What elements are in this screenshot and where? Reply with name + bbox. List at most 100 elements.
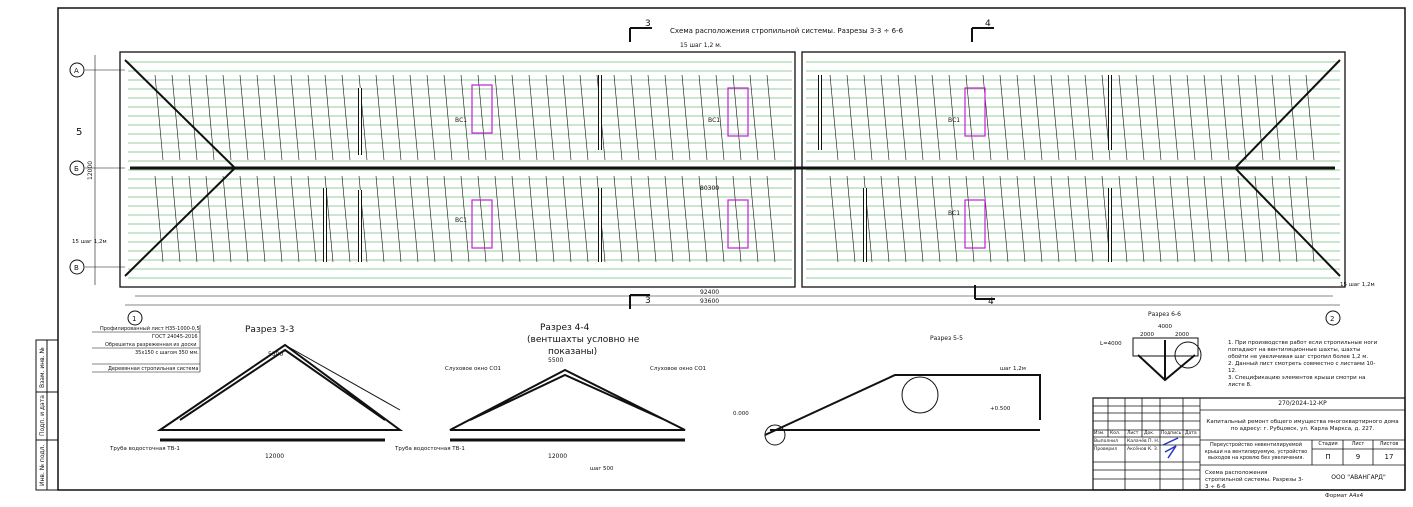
sheet-frame [57,7,1406,491]
work-description: Переустройство невентилируемой крыши на … [1204,442,1308,461]
section-6-6: Разрез 6-6 4000 2000 2000 L=4000 [1100,311,1202,382]
rafter [290,175,300,263]
ventshafts [471,84,986,249]
section-subtitle: показаны) [548,347,597,357]
dim-label: 92400 [700,289,719,296]
rafter [880,175,890,263]
rafter [1305,74,1315,161]
rafter [999,74,1009,161]
rafter [579,175,589,263]
rafter [1203,175,1213,263]
section-mark: 3 [645,296,651,306]
step-label: 15 шаг 1,2 м. [680,42,722,49]
rafter [630,74,640,161]
rafter [1203,74,1213,161]
axis-label: 1 [132,315,136,323]
rafter [999,175,1009,263]
rafter [749,175,759,263]
rafter [1271,175,1281,263]
rafter [341,175,351,263]
axis-label: 2 [1330,315,1334,323]
rafter [647,175,657,263]
rafter [375,74,385,161]
rafter [1186,175,1196,263]
rafter [897,74,907,161]
rafter [273,74,283,161]
ventshaft-label: ВС1 [948,117,960,124]
rafter [409,175,419,263]
rafter [426,74,436,161]
rafter [1050,74,1060,161]
rafter [511,74,521,161]
rafter [579,74,589,161]
rafter [1033,175,1043,263]
rafter [273,175,283,263]
rafter [477,74,487,161]
rafter [613,175,623,263]
rafter [1237,74,1247,161]
rafter [154,175,164,263]
dim-label: 2000 [1175,332,1189,338]
rafter [1135,74,1145,161]
rafter [1220,175,1230,263]
rafter [409,74,419,161]
dim-label: 2000 [1140,332,1154,338]
role-label: Выполнил [1094,439,1118,444]
rafter [375,175,385,263]
header-cell: Подпись [1161,431,1182,436]
dim-label: 12000 [548,453,567,460]
signature [1162,437,1179,459]
drawing-name: Схема расположения стропильной системы. … [1205,470,1304,490]
rafter [443,74,453,161]
plan-title: 3 Схема расположения стропильной системы… [629,19,994,49]
section-title: Разрез 3-3 [245,325,294,335]
rafter [715,74,725,161]
rafter [562,74,572,161]
rafter [494,74,504,161]
legend-row: ГОСТ 24045-2016 [152,334,198,340]
dim-label: 12000 [87,161,94,180]
axis-label: В [74,264,79,272]
section-title: Разрез 6-6 [1148,311,1181,318]
dim-label: L=4000 [1100,341,1122,347]
company-name: ООО "АВАНГАРД" [1331,474,1386,481]
rafter [1152,74,1162,161]
rafter [239,74,249,161]
rafter [664,74,674,161]
dim-label: 4000 [1158,324,1172,330]
doc-code: 270/2024-12-КР [1278,400,1327,407]
rafter [1033,74,1043,161]
section-mark: 3 [645,19,651,29]
person-name: Калачёв П. Н. [1127,439,1160,444]
stamp-label: Инв. № подл. [39,445,46,486]
step-label: 15 шаг 1,2м [72,239,107,245]
level-label: 0.000 [733,411,749,417]
rafter [1254,74,1264,161]
rafter [1135,175,1145,263]
stamp-label: Подп. и дата [39,395,46,436]
header-cell: Док. [1144,431,1155,436]
roof-plan: ВС1 ВС1 ВС1 ВС1 ВС1 80300 [119,51,1346,288]
ventshaft-label: ВС1 [948,210,960,217]
rafter [880,74,890,161]
legend-row: Деревянная стропильная система [108,366,198,372]
rafter [562,175,572,263]
rafter [647,74,657,161]
section-subtitle: (вентшахты условно не [527,335,640,345]
rafter [749,74,759,161]
rafter [171,74,181,161]
rafter [948,175,958,263]
rafter [443,175,453,263]
header-cell: Листов [1379,441,1399,447]
rafter [188,175,198,263]
rafter [948,74,958,161]
header-cell: Изм. [1094,431,1105,436]
dim-label: 5500 [548,357,563,364]
rafter [392,175,402,263]
rafter [829,74,839,161]
rafter [256,175,266,263]
step-label: 15 шаг 1,2м [1340,282,1375,288]
header-cell: Стадия [1318,441,1338,447]
section-mark: 4 [988,297,994,307]
